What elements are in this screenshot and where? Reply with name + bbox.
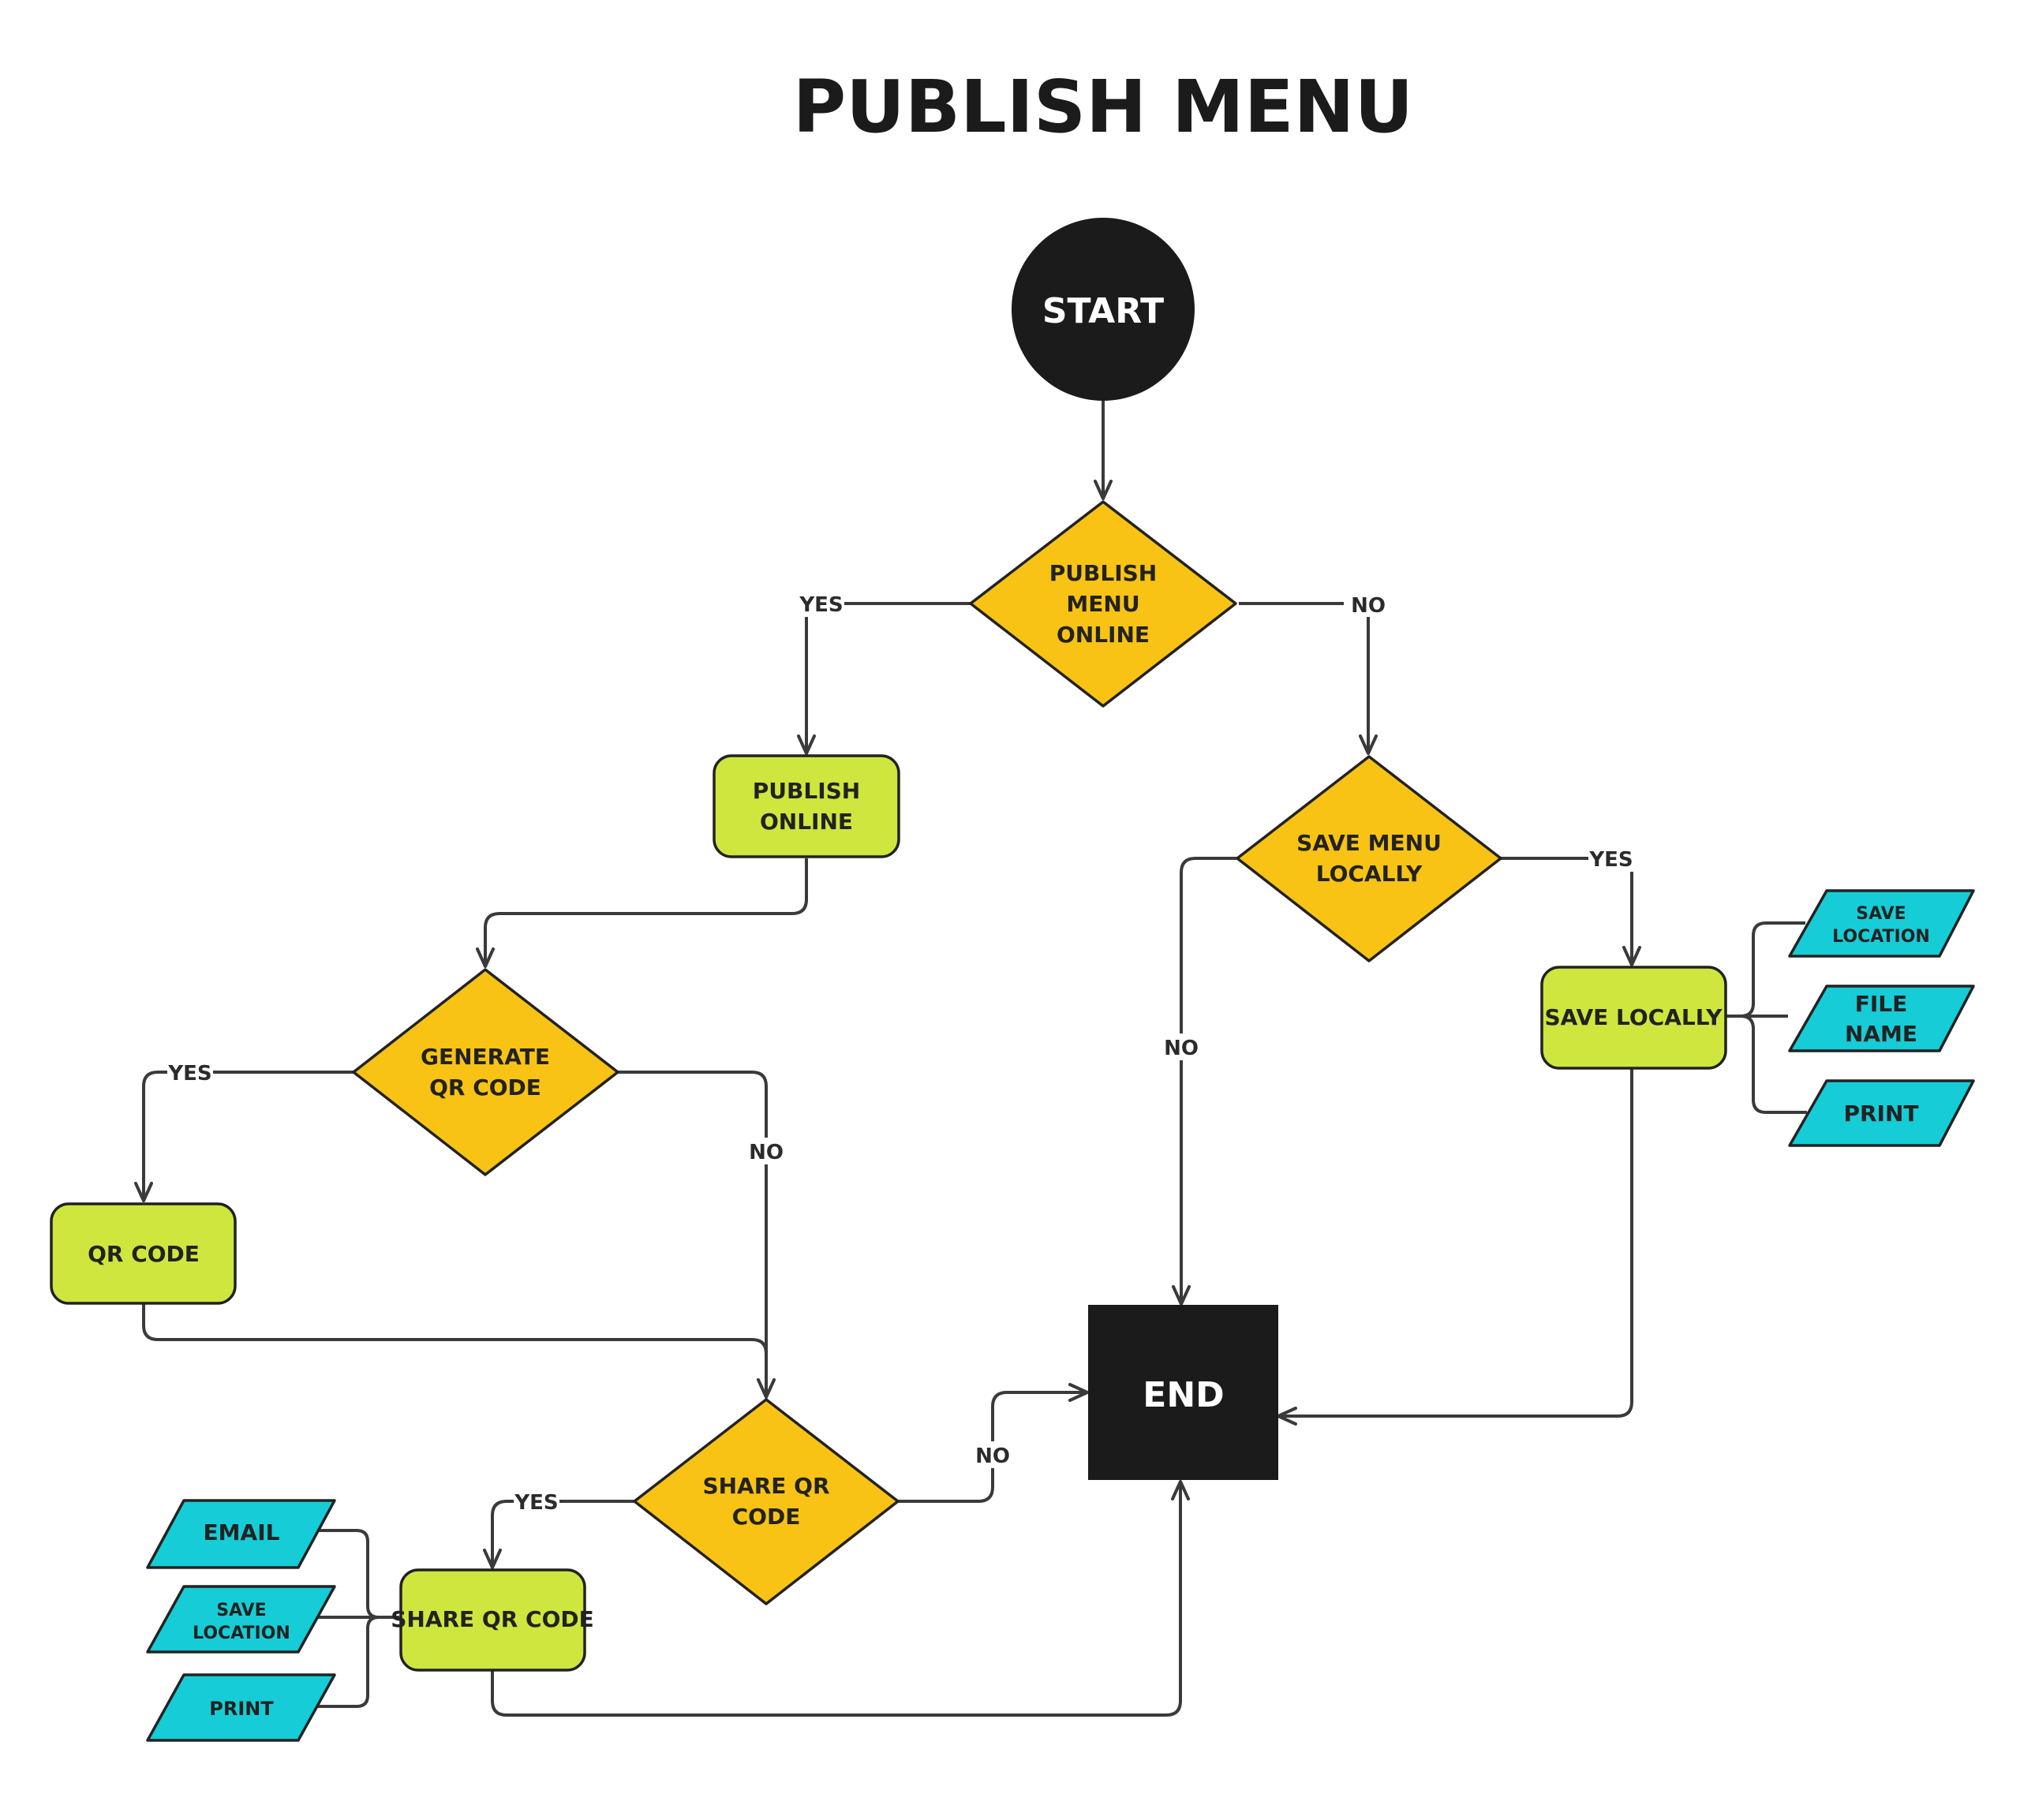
svg-text:SAVE: SAVE [1856,904,1906,924]
connector-share-yes [483,1500,634,1569]
svg-text:START: START [1042,291,1164,331]
connector-print-left [314,1616,380,1708]
connector-save-location-right [1726,921,1805,1018]
edge-label-share-yes: YES [514,1491,558,1515]
connector-publish-yes [797,602,971,755]
edge-label-generate-yes: YES [167,1062,211,1086]
connector-publish-online-to-generate [476,858,808,968]
start-node: START [1012,218,1195,401]
edge-label-generate-no: NO [749,1141,784,1164]
process-qr-code: QR CODE [50,1202,237,1305]
svg-text:END: END [1143,1375,1224,1415]
svg-text:ONLINE: ONLINE [1057,622,1150,648]
svg-text:SHARE QR: SHARE QR [702,1473,829,1499]
connector-email [314,1529,399,1619]
edge-label-save-no: NO [1164,1037,1199,1060]
svg-text:MENU: MENU [1066,591,1139,617]
svg-text:SAVE: SAVE [216,1601,266,1620]
connector-save-locally-to-end [1277,1068,1633,1426]
io-email: EMAIL [146,1499,336,1569]
end-node: END [1088,1305,1278,1480]
io-print-left: PRINT [146,1673,336,1742]
connector-print-right [1726,1015,1807,1114]
edge-label-share-no: NO [975,1444,1010,1468]
connector-save-yes [1501,857,1641,966]
svg-text:EMAIL: EMAIL [204,1519,280,1545]
connector-qr-code-to-share-decision [142,1303,768,1355]
decision-generate-qr-code: GENERATE QR CODE [352,968,619,1176]
svg-text:SAVE LOCALLY: SAVE LOCALLY [1545,1004,1723,1030]
edge-labels: YES NO YES NO YES NO YES NO [167,590,1634,1515]
svg-text:PUBLISH: PUBLISH [1049,560,1157,586]
io-save-location-right: SAVE LOCATION [1788,889,1975,958]
svg-text:LOCALLY: LOCALLY [1316,861,1423,887]
connector-generate-yes [134,1071,354,1202]
connector-publish-no [1239,602,1378,755]
svg-text:LOCATION: LOCATION [193,1624,290,1643]
edge-label-save-yes: YES [1588,848,1633,872]
decision-share-qr-code: SHARE QR CODE [633,1398,900,1605]
svg-text:LOCATION: LOCATION [1832,927,1930,947]
process-save-locally: SAVE LOCALLY [1540,966,1727,1070]
svg-text:FILE: FILE [1855,991,1908,1017]
process-share-qr-code: SHARE QR CODE [391,1568,594,1672]
svg-text:GENERATE: GENERATE [421,1044,550,1070]
decision-save-menu-locally: SAVE MENU LOCALLY [1236,755,1502,962]
svg-text:PRINT: PRINT [1843,1101,1918,1127]
process-publish-online: PUBLISH ONLINE [713,754,900,858]
page-title: PUBLISH MENU [793,65,1414,149]
decision-publish-menu-online: PUBLISH MENU ONLINE [969,500,1237,708]
svg-text:SHARE QR CODE: SHARE QR CODE [391,1606,594,1632]
connector-save-no [1172,857,1236,1306]
svg-text:PRINT: PRINT [209,1698,274,1720]
edge-label-publish-yes: YES [799,593,843,617]
io-print-right: PRINT [1788,1079,1975,1147]
connector-share-qr-code-to-end [491,1480,1190,1717]
io-file-name: FILE NAME [1788,985,1975,1052]
edge-label-publish-no: NO [1351,594,1386,618]
io-save-location-left: SAVE LOCATION [146,1585,336,1654]
svg-text:PUBLISH: PUBLISH [753,778,860,804]
connector-generate-no [618,1071,776,1399]
svg-text:CODE: CODE [732,1504,801,1530]
connectors [134,399,1807,1717]
svg-text:QR CODE: QR CODE [88,1241,200,1267]
svg-text:QR CODE: QR CODE [429,1074,541,1101]
svg-text:ONLINE: ONLINE [760,809,853,835]
svg-text:NAME: NAME [1845,1021,1917,1047]
svg-text:SAVE MENU: SAVE MENU [1296,830,1442,856]
